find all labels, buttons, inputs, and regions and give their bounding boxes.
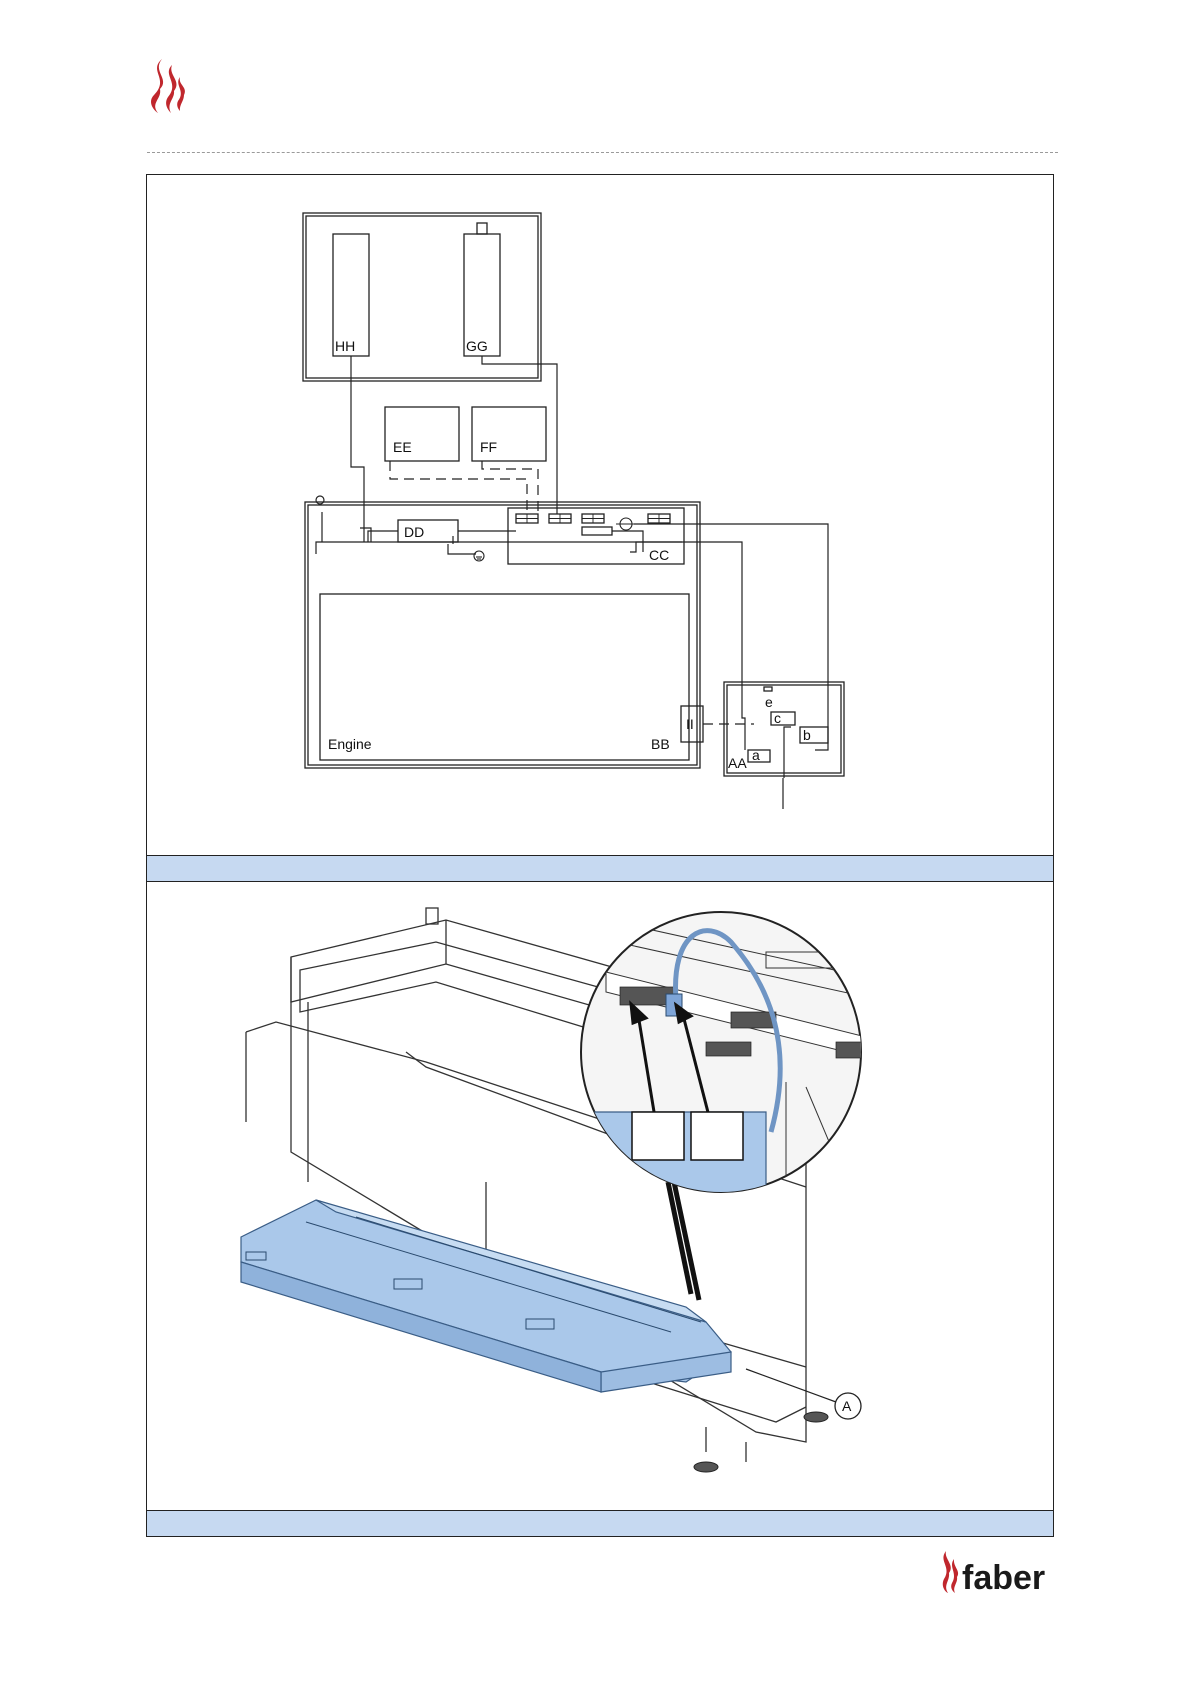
label-aa: AA [728,755,747,771]
flame-icon [943,1551,951,1593]
label-ii: II [686,716,694,732]
header-divider [147,152,1058,153]
faber-brand-logo: faber [938,1545,1062,1595]
engine-block [320,594,689,760]
fireplace-illustration: A [146,882,1054,1511]
label-e: e [765,694,773,710]
label-dd: DD [404,524,424,540]
wiring-diagram: HH GG EE FF DD CC Engine BB II AA a b c … [146,174,1054,856]
label-hh: HH [335,338,355,354]
caption-band-bottom [146,1511,1054,1537]
label-a: a [752,747,760,763]
label-ee: EE [393,439,412,455]
magnified-inset [581,912,876,1202]
label-c: c [774,710,781,726]
label-ff: FF [480,439,497,455]
label-cc: CC [649,547,669,563]
label-gg: GG [466,338,488,354]
brand-wordmark: faber [962,1559,1045,1595]
faber-flame-logo [140,55,190,115]
caption-band-top [146,856,1054,882]
label-bb: BB [651,736,670,752]
label-b: b [803,727,811,743]
callout-a-label: A [842,1398,852,1414]
label-engine: Engine [328,736,372,752]
